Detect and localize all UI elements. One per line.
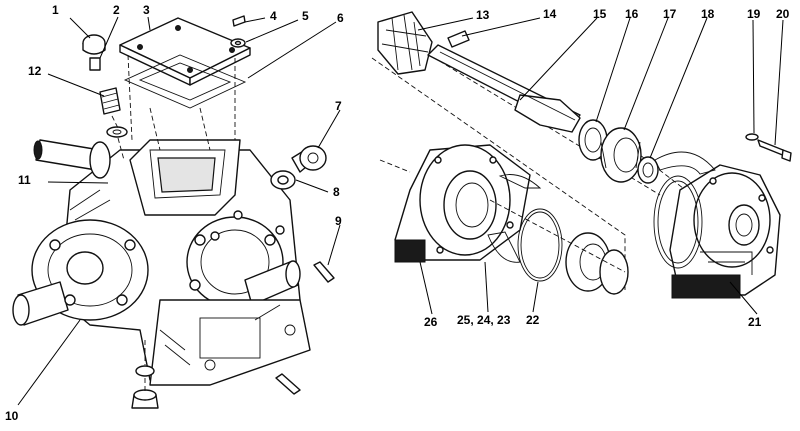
callout-13: 13 (476, 8, 490, 22)
callout-14: 14 (543, 7, 557, 21)
callout-15: 15 (593, 7, 607, 21)
callout-7: 7 (335, 99, 342, 113)
callout-19: 19 (747, 7, 761, 21)
callout-5: 5 (302, 9, 309, 23)
side-loose-parts (270, 145, 335, 283)
callout-22: 22 (526, 313, 540, 327)
callout-9: 9 (335, 214, 342, 228)
leader-lines (17, 16, 784, 406)
callout-11: 11 (18, 173, 31, 187)
callout-25-24-23: 25, 24, 23 (457, 313, 511, 327)
callout-26: 26 (424, 315, 438, 329)
callout-18: 18 (701, 7, 715, 21)
callout-2: 2 (113, 3, 120, 17)
callout-1: 1 (52, 3, 59, 17)
shaft-assembly (371, 11, 792, 299)
callout-8: 8 (333, 185, 340, 199)
callout-12: 12 (28, 64, 42, 78)
top-cover-parts (119, 15, 251, 151)
callout-17: 17 (663, 7, 677, 21)
callout-6: 6 (337, 11, 344, 25)
callout-4: 4 (270, 9, 277, 23)
callout-10: 10 (5, 409, 19, 423)
callout-16: 16 (625, 7, 639, 21)
callout-20: 20 (776, 7, 790, 21)
breather-parts (82, 34, 128, 161)
gearbox-housing (12, 139, 311, 386)
callout-3: 3 (143, 3, 150, 17)
callout-21: 21 (748, 315, 762, 329)
bottom-loose-parts (131, 340, 301, 409)
